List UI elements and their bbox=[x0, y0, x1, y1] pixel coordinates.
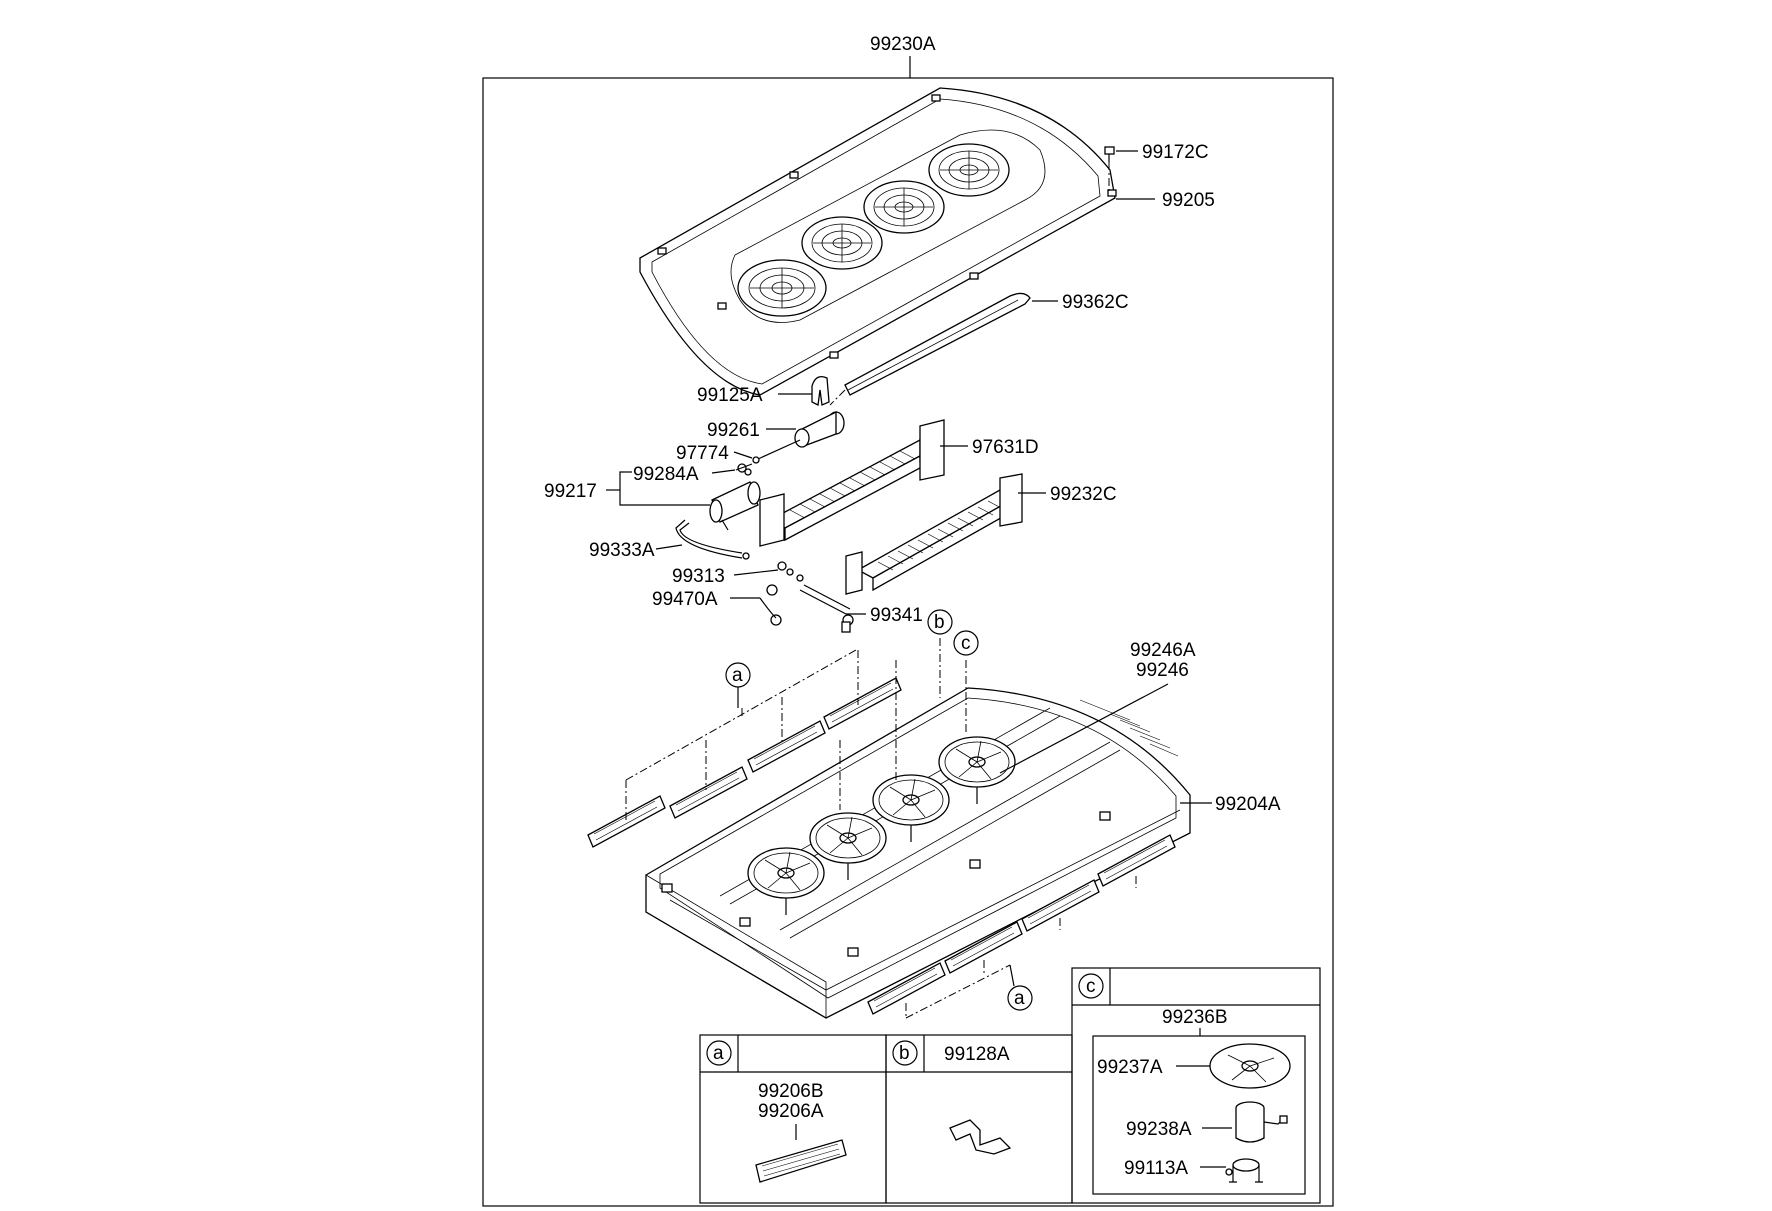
label-99261: 99261 bbox=[707, 420, 760, 441]
callout-a-lower: a bbox=[1007, 985, 1033, 1011]
cover-fan-grille-2 bbox=[801, 216, 883, 270]
detail-c-motor-label: 99238A bbox=[1126, 1119, 1192, 1140]
detail-a-grille bbox=[755, 1139, 847, 1183]
condenser-fins bbox=[877, 500, 1004, 571]
upper-grilles bbox=[587, 677, 902, 848]
detail-b-part: 99128A bbox=[944, 1044, 1010, 1065]
label-99125a: 99125A bbox=[697, 385, 763, 406]
label-99362c: 99362C bbox=[1062, 292, 1129, 313]
base-tray bbox=[645, 687, 1191, 1019]
base-fan-4 bbox=[938, 736, 1016, 804]
evaporator-97631d bbox=[768, 419, 945, 542]
detail-a-part1: 99206B bbox=[758, 1081, 824, 1102]
svg-text:a: a bbox=[732, 665, 743, 686]
label-99333a: 99333A bbox=[589, 540, 655, 561]
detail-box-b: b 99128A bbox=[885, 1034, 1073, 1204]
label-97631d: 97631D bbox=[972, 437, 1039, 458]
cover-fan-grille-3 bbox=[863, 180, 945, 234]
label-99313: 99313 bbox=[672, 566, 725, 587]
detail-c-fan-label: 99237A bbox=[1097, 1057, 1163, 1078]
label-99204a: 99204A bbox=[1215, 794, 1281, 815]
label-99172c: 99172C bbox=[1142, 142, 1209, 163]
valve-99284a bbox=[735, 463, 753, 476]
base-fan-3 bbox=[872, 774, 950, 842]
main-frame bbox=[482, 77, 1334, 1207]
label-99246: 99246 bbox=[1136, 660, 1189, 681]
label-99284a: 99284A bbox=[633, 464, 699, 485]
pipe-99333a bbox=[675, 519, 750, 560]
cover-fan-grille-4 bbox=[928, 143, 1010, 197]
top-cover bbox=[639, 87, 1117, 396]
detail-b-bracket bbox=[949, 1119, 1012, 1155]
detail-a-part2: 99206A bbox=[758, 1101, 824, 1122]
bolt-99470a bbox=[759, 584, 782, 626]
callout-b: b bbox=[927, 609, 953, 635]
receiver-99261 bbox=[794, 410, 845, 448]
cover-fan-grille-1 bbox=[737, 259, 827, 317]
label-99341: 99341 bbox=[870, 605, 923, 626]
label-99470a: 99470A bbox=[652, 589, 718, 610]
detail-c-bracket bbox=[1225, 1158, 1263, 1183]
screw-99172c bbox=[1104, 146, 1115, 192]
base-fan-2 bbox=[809, 812, 887, 880]
detail-box-a: a 99206B 99206A bbox=[699, 1034, 887, 1204]
detail-box-c: c 99236B 99237A 99238A 99113A bbox=[1071, 967, 1321, 1204]
label-99217: 99217 bbox=[544, 481, 597, 502]
detail-c-key: c bbox=[1086, 976, 1096, 997]
lower-grilles bbox=[867, 834, 1176, 1015]
condenser-99232c bbox=[759, 473, 1023, 595]
assembly-label: 99230A bbox=[870, 34, 936, 55]
svg-text:b: b bbox=[934, 612, 945, 633]
detail-a-key: a bbox=[713, 1043, 724, 1064]
detail-b-key: b bbox=[899, 1043, 910, 1064]
detail-c-bracket-label: 99113A bbox=[1124, 1158, 1188, 1179]
label-97774: 97774 bbox=[676, 443, 729, 464]
dryer-99217 bbox=[709, 481, 761, 531]
label-99205: 99205 bbox=[1162, 190, 1215, 211]
callout-c: c bbox=[953, 630, 979, 656]
label-99246a: 99246A bbox=[1130, 640, 1196, 661]
callout-a-upper: a bbox=[725, 662, 751, 688]
svg-text:a: a bbox=[1014, 988, 1025, 1009]
oring-99313 bbox=[777, 561, 804, 582]
svg-text:c: c bbox=[961, 633, 971, 654]
base-fan-1 bbox=[747, 847, 825, 915]
detail-c-assembly: 99236B bbox=[1162, 1007, 1228, 1028]
clip-99125a bbox=[811, 375, 830, 406]
pipe-97774 bbox=[752, 439, 801, 464]
detail-c-motor bbox=[1235, 1101, 1288, 1143]
detail-c-fan bbox=[1209, 1043, 1291, 1089]
hose-99362c bbox=[829, 292, 1031, 406]
evaporator-fins bbox=[789, 450, 916, 519]
label-99232c: 99232C bbox=[1050, 484, 1117, 505]
pipe-99341 bbox=[799, 584, 854, 633]
